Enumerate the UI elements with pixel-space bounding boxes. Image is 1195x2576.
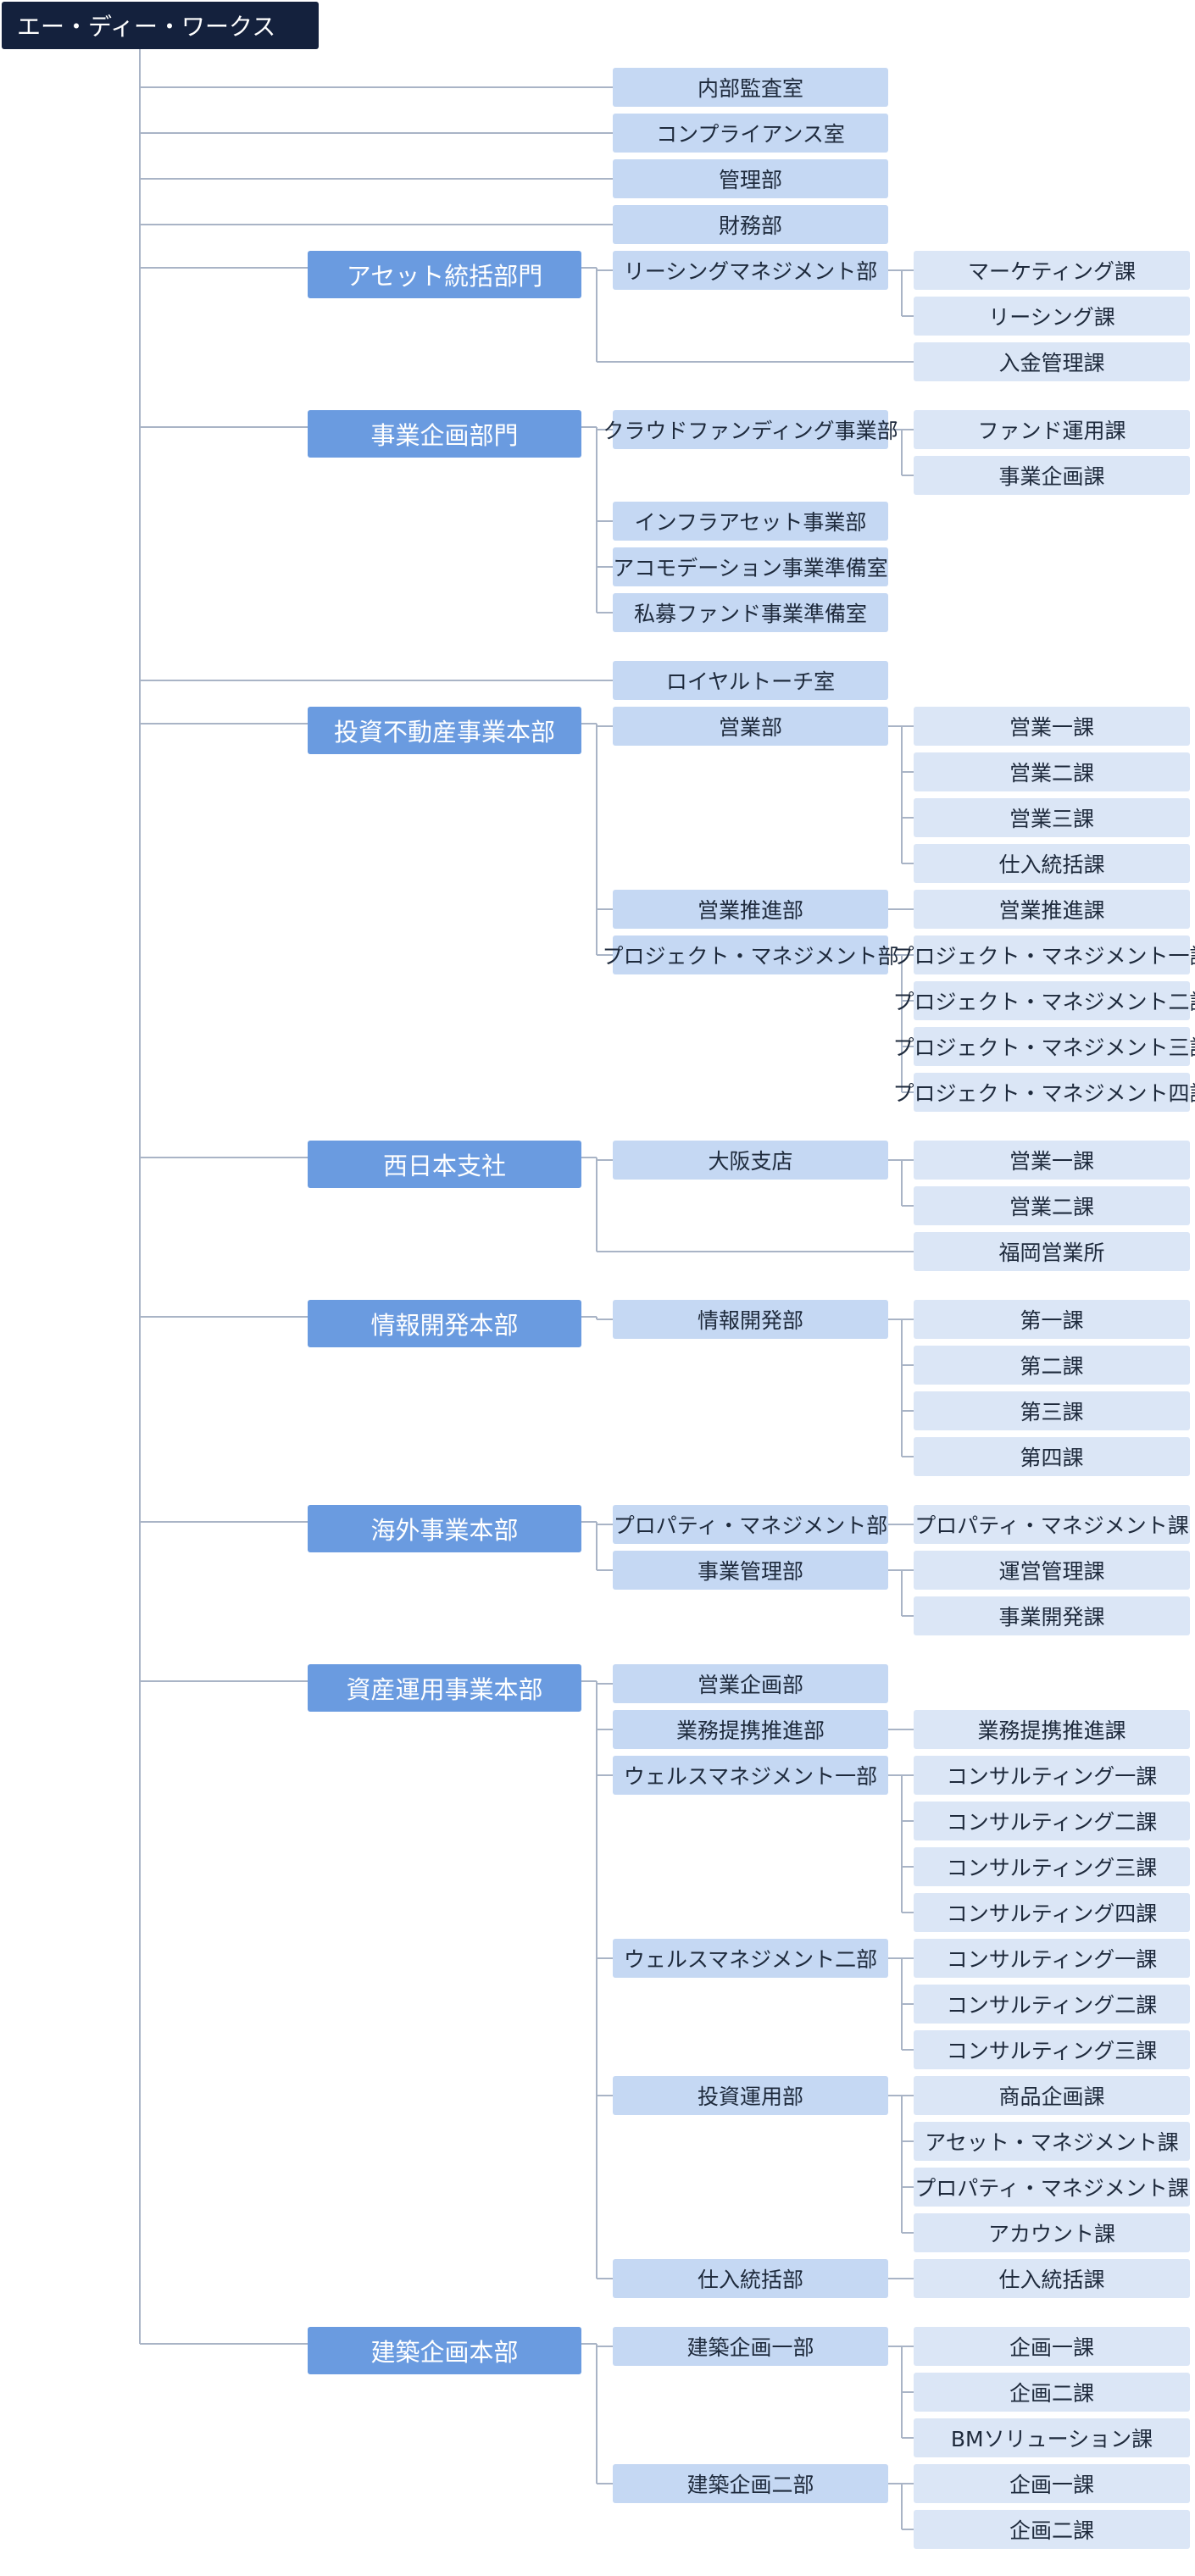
- division-box: 資産運用事業本部: [308, 1664, 581, 1712]
- department-box: 営業部: [613, 707, 888, 746]
- section-box: コンサルティング一課: [914, 1939, 1190, 1978]
- section-box: 入金管理課: [914, 342, 1190, 381]
- section-box: 第四課: [914, 1437, 1190, 1476]
- section-box: 企画一課: [914, 2464, 1190, 2503]
- section-box: コンサルティング四課: [914, 1893, 1190, 1932]
- section-box: ファンド運用課: [914, 410, 1190, 449]
- department-box: 営業推進部: [613, 890, 888, 929]
- division-box: アセット統括部門: [308, 251, 581, 298]
- section-box: プロジェクト・マネジメント四課: [893, 1073, 1195, 1112]
- section-box: 福岡営業所: [914, 1232, 1190, 1271]
- section-box: マーケティング課: [914, 251, 1190, 290]
- section-box: コンサルティング二課: [914, 1985, 1190, 2024]
- section-box: 仕入統括課: [914, 844, 1190, 883]
- section-box: 業務提携推進課: [914, 1710, 1190, 1749]
- section-box: 運営管理課: [914, 1551, 1190, 1590]
- staff-office: コンプライアンス室: [613, 114, 888, 153]
- department-box: プロジェクト・マネジメント部: [603, 935, 899, 974]
- section-box: 事業開発課: [914, 1596, 1190, 1635]
- section-box: コンサルティング二課: [914, 1802, 1190, 1840]
- section-box: アカウント課: [914, 2213, 1190, 2252]
- section-box: コンサルティング三課: [914, 1847, 1190, 1886]
- section-box: 営業一課: [914, 1141, 1190, 1180]
- department-box: プロパティ・マネジメント部: [613, 1505, 888, 1544]
- section-box: プロジェクト・マネジメント三課: [893, 1027, 1195, 1066]
- section-box: 仕入統括課: [914, 2259, 1190, 2298]
- staff-office: 内部監査室: [613, 68, 888, 107]
- section-box: 企画一課: [914, 2327, 1190, 2366]
- section-box: 第一課: [914, 1300, 1190, 1339]
- department-box: 仕入統括部: [613, 2259, 888, 2298]
- division-box: 海外事業本部: [308, 1505, 581, 1552]
- section-box: 企画二課: [914, 2510, 1190, 2549]
- division-box: 建築企画本部: [308, 2327, 581, 2374]
- section-box: プロジェクト・マネジメント一課: [893, 935, 1195, 974]
- section-box: 第三課: [914, 1391, 1190, 1430]
- department-box: 建築企画一部: [613, 2327, 888, 2366]
- section-box: リーシング課: [914, 297, 1190, 336]
- section-box: 営業二課: [914, 752, 1190, 791]
- section-box: BMソリューション課: [914, 2418, 1190, 2457]
- section-box: プロパティ・マネジメント課: [914, 2168, 1190, 2207]
- division-box: 投資不動産事業本部: [308, 707, 581, 754]
- section-box: アセット・マネジメント課: [914, 2122, 1190, 2161]
- section-box: 事業企画課: [914, 456, 1190, 495]
- department-box: 投資運用部: [613, 2076, 888, 2115]
- division-box: 事業企画部門: [308, 410, 581, 458]
- division-box: 情報開発本部: [308, 1300, 581, 1347]
- department-box: インフラアセット事業部: [613, 502, 888, 541]
- staff-office: 財務部: [613, 205, 888, 244]
- staff-office: ロイヤルトーチ室: [613, 661, 888, 700]
- department-box: 大阪支店: [613, 1141, 888, 1180]
- department-box: ウェルスマネジメント二部: [613, 1939, 888, 1978]
- department-box: ウェルスマネジメント一部: [613, 1756, 888, 1795]
- department-box: 情報開発部: [613, 1300, 888, 1339]
- section-box: プロパティ・マネジメント課: [914, 1505, 1190, 1544]
- section-box: コンサルティング三課: [914, 2030, 1190, 2069]
- department-box: クラウドファンディング事業部: [603, 410, 898, 449]
- department-box: 建築企画二部: [613, 2464, 888, 2503]
- company-name: エー・ディー・ワークス: [2, 2, 319, 49]
- section-box: 第二課: [914, 1346, 1190, 1385]
- staff-office: 管理部: [613, 159, 888, 198]
- section-box: コンサルティング一課: [914, 1756, 1190, 1795]
- section-box: 営業二課: [914, 1186, 1190, 1225]
- section-box: 営業推進課: [914, 890, 1190, 929]
- division-box: 西日本支社: [308, 1141, 581, 1188]
- department-box: アコモデーション事業準備室: [613, 547, 888, 586]
- section-box: 営業三課: [914, 798, 1190, 837]
- department-box: 私募ファンド事業準備室: [613, 593, 888, 632]
- department-box: 営業企画部: [613, 1664, 888, 1703]
- section-box: 商品企画課: [914, 2076, 1190, 2115]
- department-box: 業務提携推進部: [613, 1710, 888, 1749]
- section-box: プロジェクト・マネジメント二課: [893, 981, 1195, 1020]
- department-box: リーシングマネジメント部: [613, 251, 888, 290]
- section-box: 企画二課: [914, 2373, 1190, 2412]
- department-box: 事業管理部: [613, 1551, 888, 1590]
- section-box: 営業一課: [914, 707, 1190, 746]
